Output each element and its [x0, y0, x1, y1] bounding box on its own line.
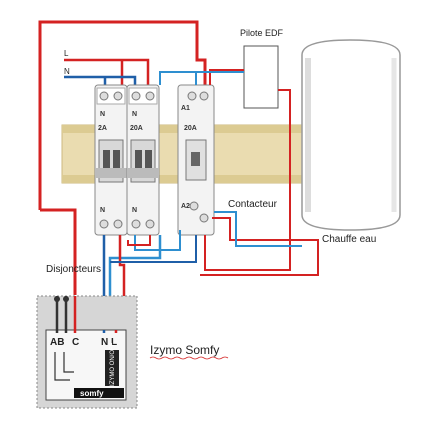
svg-text:2A: 2A	[98, 125, 107, 132]
chauffe-label: Chauffe eau	[322, 234, 376, 245]
breaker-2a: N 2A N	[94, 84, 128, 236]
wire-blue-pilote	[195, 71, 244, 85]
wire-blue-breaker-out	[108, 235, 162, 330]
izymo-label: Izymo Somfy	[150, 343, 219, 357]
izymo-module: AB C N L IZYMO ON/OFF somfy	[36, 295, 138, 409]
label-n: N	[64, 67, 70, 76]
svg-text:N: N	[132, 111, 137, 118]
wire-red-pilote	[209, 69, 244, 85]
svg-text:20A: 20A	[184, 125, 197, 132]
pilote-box	[243, 45, 279, 109]
contactor: A1 20A A2	[177, 84, 215, 236]
wire-supply-n	[64, 75, 137, 85]
somfy-logo: somfy	[80, 389, 104, 398]
svg-text:N: N	[132, 207, 137, 214]
disjoncteurs-label: Disjoncteurs	[46, 264, 101, 275]
svg-text:20A: 20A	[130, 125, 143, 132]
svg-text:N: N	[100, 111, 105, 118]
label-l: L	[64, 49, 69, 58]
pilote-label: Pilote EDF	[240, 28, 284, 38]
terminal-ab: AB	[50, 337, 64, 348]
wire-red-heater	[212, 217, 302, 241]
water-heater	[301, 39, 401, 231]
breaker-20a: N 20A N	[126, 84, 160, 236]
wire-supply-l	[64, 58, 150, 85]
wire-blue-heater	[214, 211, 302, 247]
svg-text:N: N	[100, 207, 105, 214]
module-side-text: IZYMO ON/OFF	[110, 342, 116, 386]
terminal-nl: N L	[101, 337, 117, 348]
svg-text:A2: A2	[181, 203, 190, 210]
contacteur-label: Contacteur	[228, 199, 278, 210]
svg-text:A1: A1	[181, 105, 190, 112]
terminal-c: C	[72, 337, 79, 348]
wire-red-top-loop	[38, 20, 207, 210]
